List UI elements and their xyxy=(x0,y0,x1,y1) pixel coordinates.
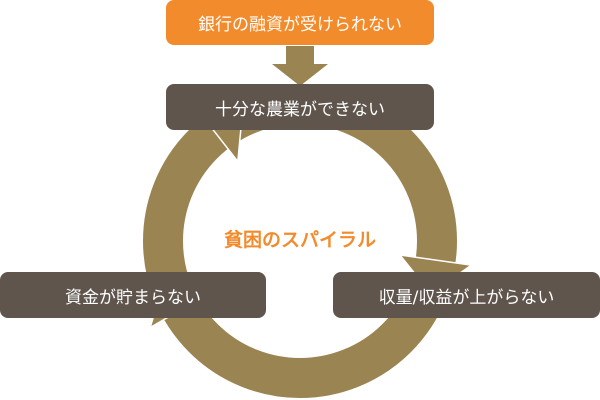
cycle-step-label: 資金が貯まらない xyxy=(65,287,201,308)
cycle-step-label: 収量/収益が上がらない xyxy=(378,287,555,308)
cause-box: 銀行の融資が受けられない xyxy=(166,0,434,45)
cycle-step-label: 十分な農業ができない xyxy=(215,99,385,120)
cycle-step-low-yield: 収量/収益が上がらない xyxy=(333,272,600,318)
down-arrow-icon xyxy=(272,46,328,86)
cycle-step-insufficient-farming: 十分な農業ができない xyxy=(166,84,434,130)
cause-label: 銀行の融資が受けられない xyxy=(198,15,402,35)
cycle-step-no-savings: 資金が貯まらない xyxy=(0,272,266,318)
center-title: 貧困のスパイラル xyxy=(223,229,376,251)
